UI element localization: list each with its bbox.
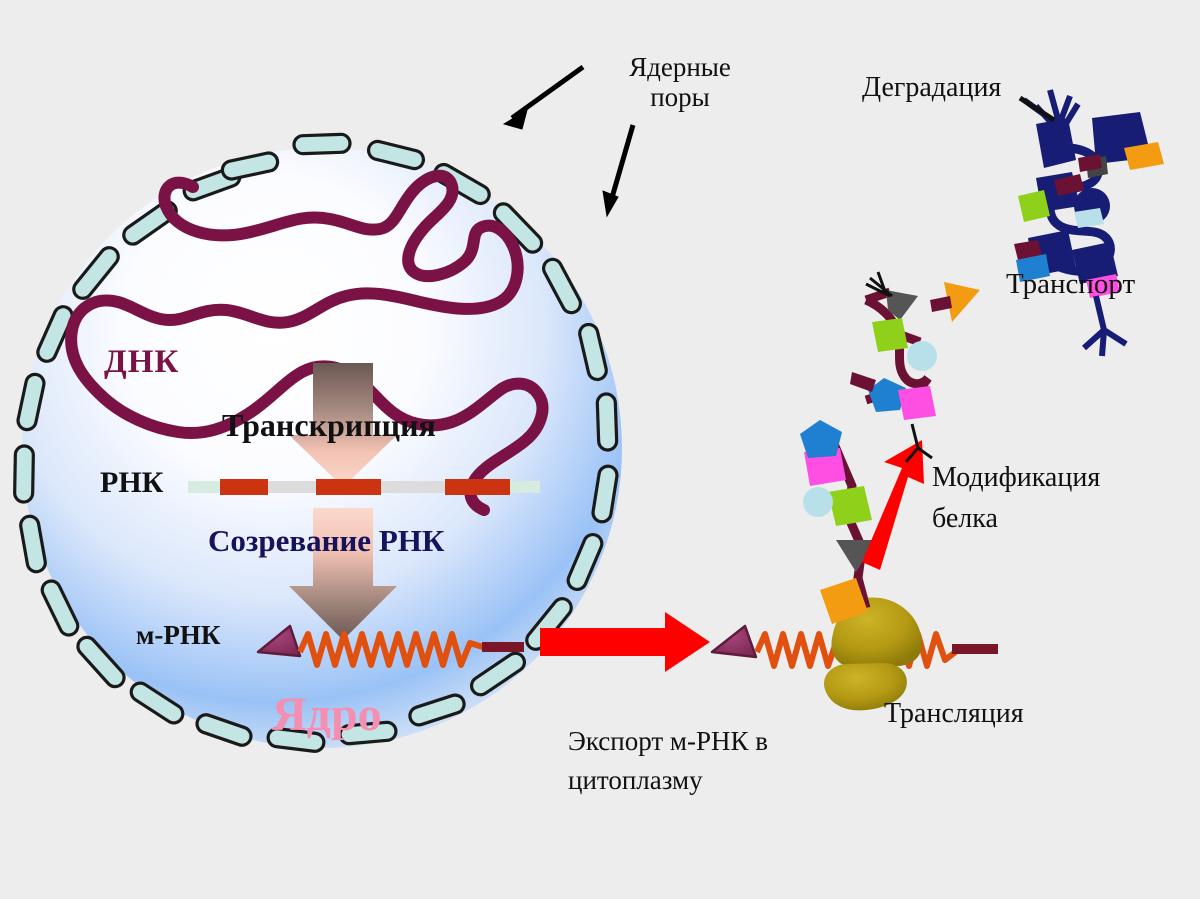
pore-pointer-2 xyxy=(602,124,636,218)
label-transcription: Транскрипция xyxy=(222,407,436,443)
nuclear-pore xyxy=(566,532,604,592)
mod-bead-gray xyxy=(886,290,918,320)
peptide-bead-blue xyxy=(800,420,842,458)
peptide-bead-cyan xyxy=(803,487,833,517)
nuclear-pore xyxy=(129,681,185,725)
nascent-peptide-chain xyxy=(800,420,876,624)
nuclear-pore xyxy=(220,151,280,181)
label-rna: РНК xyxy=(100,466,164,499)
mod-bead-green xyxy=(872,318,908,352)
peptide-bead-gray xyxy=(836,540,876,572)
mod-bead-orange xyxy=(944,282,980,322)
label-nucleus: Ядро xyxy=(272,688,382,741)
nuclear-pore xyxy=(338,720,398,746)
nuclear-pore xyxy=(366,139,426,171)
nuclear-pore xyxy=(36,305,74,363)
nuclear-pore xyxy=(591,464,619,524)
label-transport: Транспорт xyxy=(1006,268,1136,300)
nuclear-pore xyxy=(195,713,253,747)
nuclear-pore xyxy=(595,392,619,452)
protein-modification-arrow xyxy=(862,440,924,570)
peptide-bead-green xyxy=(828,486,872,526)
label-rna-maturation: Созревание РНК xyxy=(208,523,445,558)
mrna-export-arrow xyxy=(540,612,710,672)
nuclear-pore xyxy=(19,514,47,574)
pre-mrna-strand xyxy=(188,479,540,495)
peptide-bead-orange xyxy=(820,578,868,624)
label-protein-modification: Модификация белка xyxy=(932,462,1101,534)
mod-bead-blue xyxy=(868,378,906,412)
pore-pointer-1 xyxy=(502,64,585,130)
translation-complex xyxy=(710,597,998,711)
nuclear-pore xyxy=(13,444,35,504)
pore-pointer-arrows xyxy=(502,64,636,218)
nuclear-pore xyxy=(76,635,126,689)
mod-bead-cyan xyxy=(907,341,937,371)
degraded-protein xyxy=(1014,89,1164,357)
modified-protein xyxy=(850,271,980,463)
label-mrna: м-РНК xyxy=(136,620,221,650)
label-nuclear-pores: Ядерные поры xyxy=(629,52,731,113)
nuclear-pore xyxy=(469,651,527,697)
label-translation: Трансляция xyxy=(884,698,1024,729)
nuclear-pore xyxy=(40,579,80,637)
label-mrna-export: Экспорт м-РНК в цитоплазму xyxy=(568,726,768,796)
label-dna: ДНК xyxy=(104,344,180,380)
nuclear-pore xyxy=(266,727,326,753)
maturation-arrow xyxy=(289,508,397,640)
nuclear-pore xyxy=(578,322,608,382)
dna-strand xyxy=(65,170,549,516)
label-degradation: Деградация xyxy=(862,72,1002,103)
nuclear-pore-ring xyxy=(13,132,619,753)
nuclear-pore xyxy=(16,372,46,432)
nuclear-pore xyxy=(292,132,352,156)
nuclear-pore xyxy=(542,257,582,315)
nuclear-pore xyxy=(72,246,120,300)
mod-bead-magenta xyxy=(898,386,936,420)
transcription-arrow xyxy=(289,363,397,487)
nuclear-pore xyxy=(408,693,466,727)
mature-mrna-nucleus xyxy=(256,624,524,668)
